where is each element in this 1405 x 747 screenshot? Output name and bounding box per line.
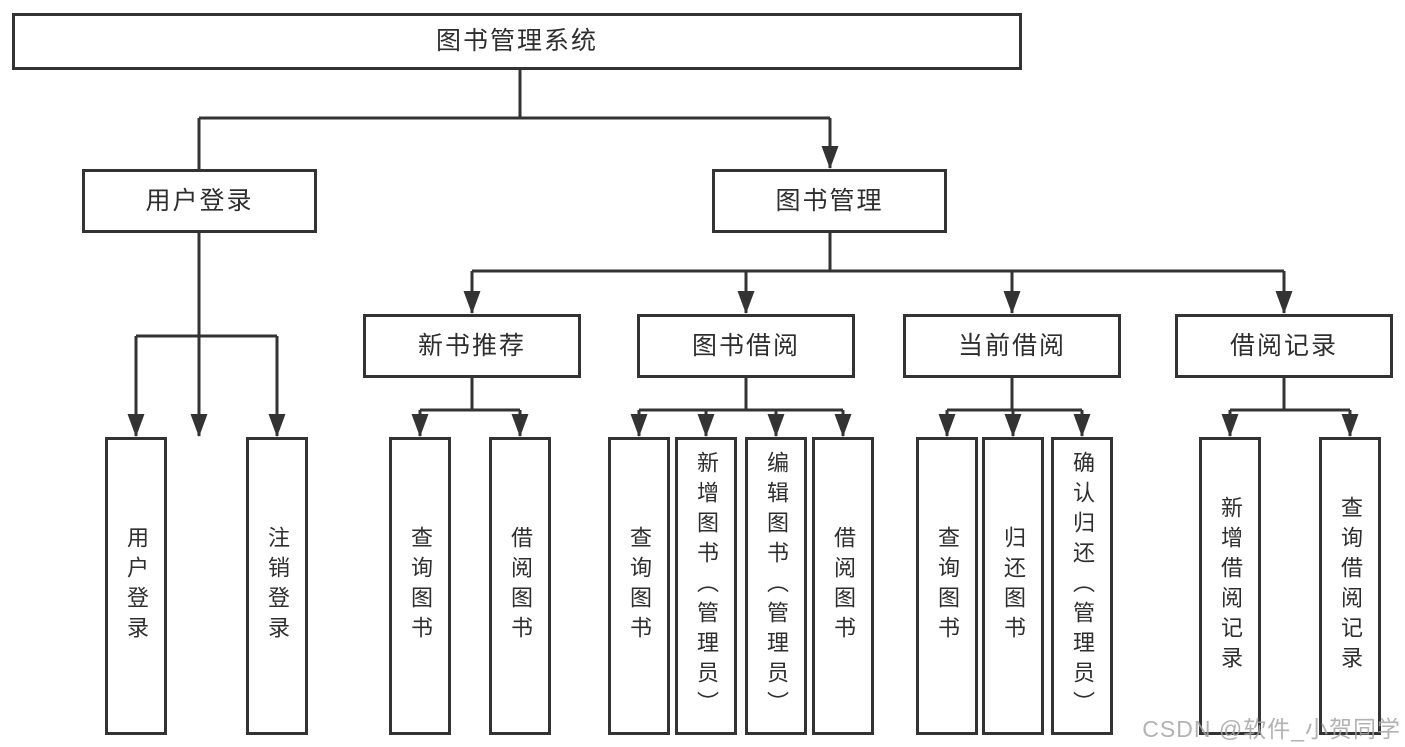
leaf-logout-label: 注销登录 — [265, 526, 290, 646]
leaf-return-book-label: 归还图书 — [1001, 526, 1026, 646]
node-book-management-label: 图书管理 — [775, 186, 884, 215]
node-book-borrow: 图书借阅 — [637, 314, 855, 378]
node-borrow-record-label: 借阅记录 — [1229, 331, 1338, 360]
node-current-borrow: 当前借阅 — [903, 314, 1121, 378]
node-book-borrow-label: 图书借阅 — [691, 331, 800, 360]
leaf-query-borrow-record: 查询借阅记录 — [1319, 437, 1381, 735]
leaf-recommend-search-book: 查询图书 — [389, 437, 451, 735]
leaf-user-login-label: 用户登录 — [124, 526, 149, 646]
leaf-return-book: 归还图书 — [982, 437, 1044, 735]
leaf-borrow-book: 借阅图书 — [812, 437, 874, 735]
leaf-add-book-admin-label: 新增图书（管理员） — [694, 451, 719, 721]
node-root: 图书管理系统 — [12, 13, 1022, 70]
leaf-add-borrow-record: 新增借阅记录 — [1199, 437, 1261, 735]
node-borrow-record: 借阅记录 — [1175, 314, 1393, 378]
leaf-recommend-borrow-book-label: 借阅图书 — [508, 526, 533, 646]
leaf-recommend-search-book-label: 查询图书 — [408, 526, 433, 646]
leaf-edit-book-admin: 编辑图书（管理员） — [745, 437, 807, 735]
leaf-logout: 注销登录 — [246, 437, 308, 735]
node-new-book-recommend-label: 新书推荐 — [417, 331, 526, 360]
leaf-add-borrow-record-label: 新增借阅记录 — [1218, 496, 1243, 676]
leaf-add-book-admin: 新增图书（管理员） — [675, 437, 737, 735]
node-root-label: 图书管理系统 — [435, 27, 598, 55]
leaf-confirm-return-admin-label: 确认归还（管理员） — [1070, 451, 1095, 721]
leaf-borrow-search-book: 查询图书 — [608, 437, 670, 735]
leaf-current-search-book: 查询图书 — [916, 437, 978, 735]
leaf-query-borrow-record-label: 查询借阅记录 — [1338, 496, 1363, 676]
leaf-confirm-return-admin: 确认归还（管理员） — [1051, 437, 1113, 735]
leaf-user-login: 用户登录 — [105, 437, 167, 735]
node-user-login: 用户登录 — [82, 169, 317, 233]
node-new-book-recommend: 新书推荐 — [363, 314, 581, 378]
leaf-current-search-book-label: 查询图书 — [935, 526, 960, 646]
leaf-edit-book-admin-label: 编辑图书（管理员） — [764, 451, 789, 721]
leaf-borrow-search-book-label: 查询图书 — [627, 526, 652, 646]
leaf-borrow-book-label: 借阅图书 — [831, 526, 856, 646]
node-user-login-label: 用户登录 — [145, 186, 254, 215]
watermark: CSDN @软件_小贺同学 — [1142, 716, 1401, 742]
leaf-recommend-borrow-book: 借阅图书 — [489, 437, 551, 735]
node-current-borrow-label: 当前借阅 — [957, 331, 1066, 360]
node-book-management: 图书管理 — [712, 169, 947, 233]
